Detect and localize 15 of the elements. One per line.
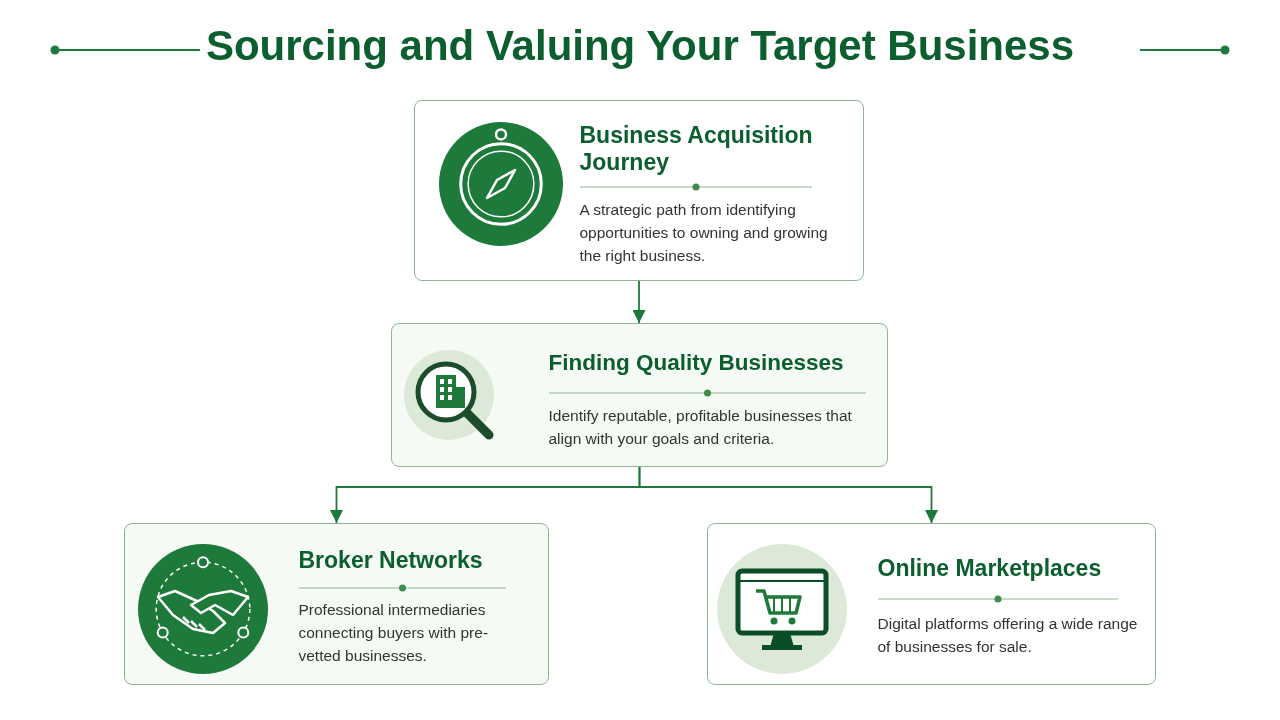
card-heading: Finding Quality Businesses <box>548 348 845 376</box>
card <box>124 523 549 685</box>
card-description: Identify reputable, profitable businesses that align with your goals and criteria. <box>548 405 853 449</box>
connector-arrow <box>638 466 938 524</box>
card-heading: Business Acquisition Journey <box>579 121 814 177</box>
card <box>414 100 864 281</box>
connector-arrow <box>632 280 646 324</box>
title: Sourcing and Valuing Your Target Business <box>205 22 1075 70</box>
card-description: A strategic path from identifying opportunities to owning and growing the right business. <box>579 199 829 266</box>
card-description: Professional intermediaries connecting buyers with pre-vetted businesses. <box>298 599 490 666</box>
card-description: Digital platforms offering a wide range of businesses for sale. <box>877 613 1138 657</box>
card-heading: Broker Networks <box>298 546 484 575</box>
card-heading: Online Marketplaces <box>877 554 1103 583</box>
card <box>707 523 1156 685</box>
card <box>391 323 888 467</box>
